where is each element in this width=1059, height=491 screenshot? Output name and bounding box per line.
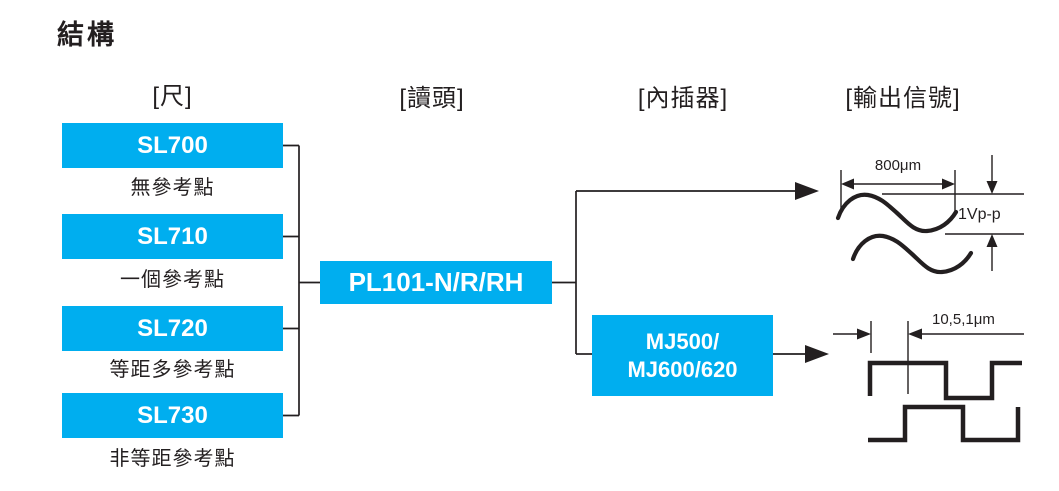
sine-amplitude-label: 1Vp-p bbox=[958, 206, 1001, 223]
column-header-scale: [尺] bbox=[152, 83, 193, 110]
branch-arrowheads bbox=[795, 182, 829, 363]
interpolator-model-line1: MJ500/ bbox=[645, 328, 720, 354]
scale-description-sl710: 一個參考點 bbox=[120, 269, 225, 291]
scale-box-sl710: SL710 bbox=[62, 214, 283, 259]
square-wave-a bbox=[867, 360, 1022, 401]
square-dimension-arrowheads bbox=[857, 328, 922, 340]
column-header-interpolator: [內插器] bbox=[637, 85, 729, 112]
arrow-to-sine-signal bbox=[795, 182, 819, 200]
scale-box-sl730: SL730 bbox=[62, 393, 283, 438]
column-header-output-signal: [輸出信號] bbox=[845, 85, 961, 112]
scale-bus-lines bbox=[283, 144, 320, 417]
sine-curve-b bbox=[850, 233, 974, 275]
read-head-box-pl101: PL101-N/R/RH bbox=[320, 261, 552, 304]
scale-description-sl730: 非等距參考點 bbox=[109, 448, 236, 470]
sine-period-label: 800μm bbox=[874, 157, 922, 174]
sine-wave-diagram bbox=[835, 155, 1024, 275]
interpolator-model-line2: MJ600/620 bbox=[627, 356, 738, 382]
diagram-title: 結構 bbox=[57, 20, 117, 50]
readhead-branch-lines bbox=[552, 190, 806, 355]
square-curves bbox=[867, 360, 1022, 443]
square-dimension-lines bbox=[833, 321, 1024, 394]
square-wave-b bbox=[868, 404, 1021, 443]
square-resolution-label: 10,5,1μm bbox=[932, 311, 995, 328]
sine-dimension-lines bbox=[840, 155, 1024, 271]
scale-box-sl700: SL700 bbox=[62, 123, 283, 168]
square-wave-diagram bbox=[833, 321, 1024, 443]
sine-curve-a bbox=[835, 192, 959, 234]
scale-description-sl700: 無參考點 bbox=[130, 177, 215, 199]
scale-description-sl720: 等距多參考點 bbox=[109, 359, 236, 381]
column-header-read-head: [讀頭] bbox=[399, 85, 465, 112]
sine-dimension-arrowheads bbox=[841, 178, 998, 247]
sine-curves bbox=[835, 192, 974, 275]
arrow-to-square-signal bbox=[805, 345, 829, 363]
scale-box-sl720: SL720 bbox=[62, 306, 283, 351]
interpolator-box-mj: MJ500/ MJ600/620 bbox=[592, 315, 773, 396]
